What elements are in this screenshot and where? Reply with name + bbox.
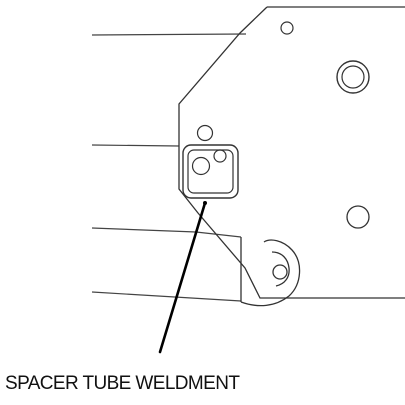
hook-inner-curve — [271, 251, 290, 287]
callout-leader-dot — [203, 201, 207, 205]
lower-right-hole-icon — [346, 205, 370, 229]
spacer-tube-weldment — [182, 124, 239, 199]
spacer-inner-square — [187, 149, 234, 194]
callout-leader — [158, 201, 207, 354]
lower-line-b — [91, 291, 242, 302]
upper-hole-icon — [280, 21, 294, 35]
callout-leader-line — [158, 201, 207, 354]
spacer-top-hole-icon — [196, 124, 214, 142]
hook-pin-hole-icon — [272, 264, 288, 280]
middle-line — [91, 144, 180, 147]
hook-clevis — [240, 237, 301, 307]
hook-outer-curve — [240, 239, 301, 307]
spacer-right-hole-icon — [213, 149, 227, 163]
upper-line — [91, 33, 247, 36]
bracket-plate-outline — [178, 6, 405, 299]
large-ring-hole-icon — [336, 60, 370, 94]
spacer-outer-square — [182, 144, 239, 199]
spacer-left-hole-icon — [191, 156, 211, 176]
callout-label: SPACER TUBE WELDMENT — [5, 373, 240, 394]
